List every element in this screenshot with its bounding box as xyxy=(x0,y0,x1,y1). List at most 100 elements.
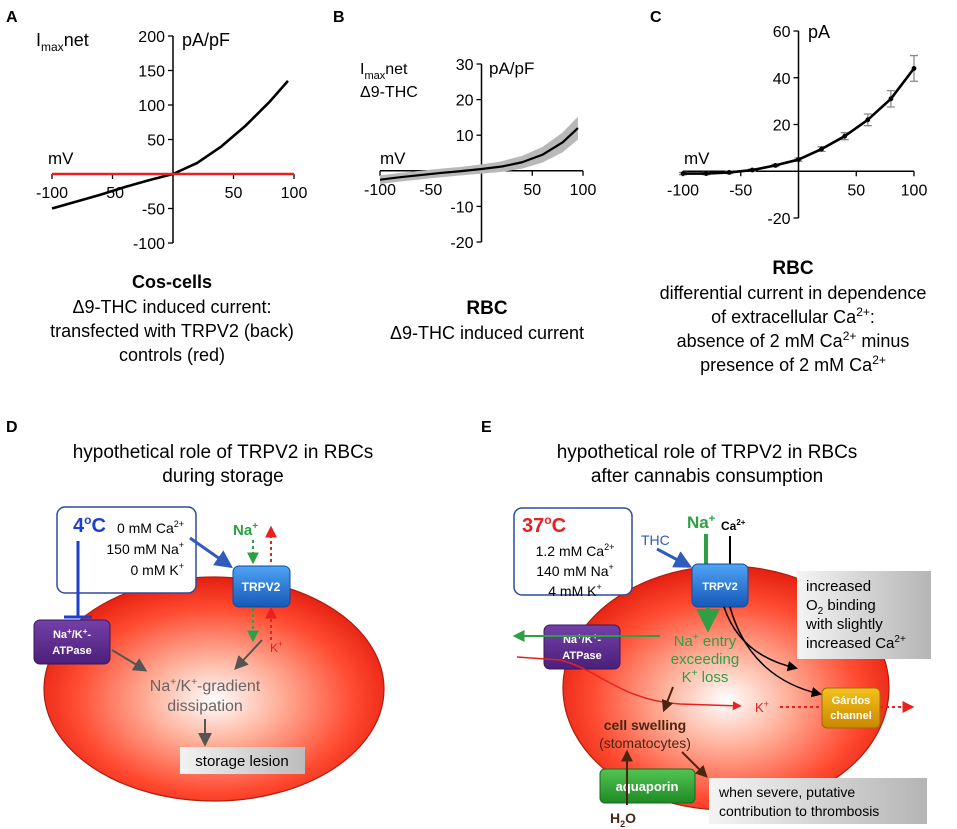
o2-l2-sub: 2 xyxy=(818,606,824,617)
k-label-d-text: K xyxy=(270,641,278,655)
panel-c-caption-line-3-b: minus xyxy=(856,331,909,351)
panel-b-y-title-line-2: Δ9-THC xyxy=(360,84,418,101)
arrow-thc-to-trpv2-e xyxy=(656,547,693,568)
h2o-b: O xyxy=(625,810,636,826)
panel-d-letter: D xyxy=(6,419,18,436)
h2o-a: H xyxy=(610,810,620,826)
na-entry-l1-b: entry xyxy=(699,633,737,650)
panel-a-unit-y: pA/pF xyxy=(182,30,230,50)
panel-d: D hypothetical role of TRPV2 in RBCs dur… xyxy=(6,419,385,802)
ca-label-e-text: Ca xyxy=(721,519,737,533)
condition-d-k-sup: + xyxy=(179,561,184,571)
data-point-c-9 xyxy=(888,96,894,102)
x-tick-label-b-1: -50 xyxy=(419,182,442,199)
y-tick-label-b-4: 30 xyxy=(456,57,474,74)
panel-c-caption-line-1: differential current in dependence xyxy=(660,283,927,303)
arrow-swelling-to-thrombosis-e xyxy=(681,751,708,778)
y-tick-label-c-1: 20 xyxy=(773,118,791,135)
gradient-d-l1-sup1: + xyxy=(170,677,176,688)
na-entry-line-1: Na+ entry xyxy=(674,632,737,650)
thc-label-e: THC xyxy=(641,532,670,548)
condition-d-k-text: 0 mM K xyxy=(131,562,180,578)
panel-c-caption-line-3-a: absence of 2 mM Ca xyxy=(677,331,844,351)
condition-e-ca-text: 1.2 mM Ca xyxy=(536,543,605,559)
na-label-e-text: Na xyxy=(687,513,709,532)
condition-e-ca-sup: 2+ xyxy=(604,542,614,552)
gardos-label-line-2: channel xyxy=(830,710,872,722)
atpase-d-l1-a: Na xyxy=(53,629,68,641)
atpase-e-l1-mid: /K xyxy=(582,634,593,646)
panel-d-title-2: during storage xyxy=(162,466,283,487)
na-label-d: Na+ xyxy=(233,521,258,539)
atpase-e-l1-end: - xyxy=(597,634,601,646)
cell-swelling-line-1: cell swelling xyxy=(604,717,686,733)
x-tick-label-c-1: -50 xyxy=(729,182,752,199)
gardos-label-line-1: Gárdos xyxy=(832,695,871,707)
condition-d-na-sup: + xyxy=(179,540,184,550)
atpase-d-l1-end: - xyxy=(87,629,91,641)
y-tick-label-a-0: -100 xyxy=(133,236,165,253)
series-line-a-0 xyxy=(51,79,289,210)
o2-l4-a: increased Ca xyxy=(806,635,895,652)
condition-e-k-text: 4 mM K xyxy=(548,583,597,599)
panel-a-y-title-main: I xyxy=(36,30,41,50)
condition-d-ca-sup: 2+ xyxy=(174,519,184,529)
k-label-e: K+ xyxy=(755,699,769,715)
gradient-d-l1-sup2: + xyxy=(191,677,197,688)
panel-b-caption-title: RBC xyxy=(466,298,507,319)
na-label-e: Na+ xyxy=(687,513,715,532)
condition-e-na-sup: + xyxy=(609,562,614,572)
temperature-e-sup: o xyxy=(544,513,551,527)
arrow-atpase-to-gradient-d xyxy=(111,649,148,672)
panel-e: E hypothetical role of TRPV2 in RBCs aft… xyxy=(481,419,931,829)
na-entry-line-2: exceeding xyxy=(671,651,739,668)
data-point-c-8 xyxy=(865,117,871,123)
o2-l4-sup: 2+ xyxy=(894,634,906,645)
gradient-d-l1-mid: /K xyxy=(176,678,191,695)
data-point-c-10 xyxy=(911,66,917,71)
aquaporin-channel-e xyxy=(599,768,696,804)
trpv2-channel-e xyxy=(691,563,749,608)
data-point-c-3 xyxy=(749,167,755,173)
panel-c-unit-x: mV xyxy=(684,149,710,168)
na-k-atpase-e xyxy=(543,624,621,670)
na-entry-line-3: K+ loss xyxy=(682,668,729,686)
gradient-dissipation-d-line-1: Na+/K+-gradient xyxy=(150,677,261,695)
panel-b-y-title: Imaxnet xyxy=(360,61,408,82)
panel-b-unit-y: pA/pF xyxy=(489,59,534,78)
atpase-label-e-line-2: ATPase xyxy=(562,650,602,662)
na-label-d-sup: + xyxy=(252,521,258,532)
data-point-c-5 xyxy=(796,157,801,162)
k-label-d-sup: + xyxy=(278,639,283,649)
panel-e-title-2: after cannabis consumption xyxy=(591,466,823,487)
data-point-c-0 xyxy=(680,171,686,176)
ca-label-e-sup: 2+ xyxy=(736,518,745,527)
panel-c-caption-line-4-sup: 2+ xyxy=(872,353,886,367)
condition-box-e xyxy=(513,507,633,596)
gradient-d-l1-a: Na xyxy=(150,678,171,695)
condition-box-d xyxy=(56,506,197,594)
o2-binding-line-3: with slightly xyxy=(805,616,883,633)
arrow-entry-to-swelling-e xyxy=(661,686,674,713)
panel-c-caption-line-2-sup: 2+ xyxy=(856,305,870,319)
panel-b-letter: B xyxy=(333,9,345,26)
rbc-cell-d xyxy=(43,576,385,802)
panel-a-caption-line-2: transfected with TRPV2 (back) xyxy=(50,321,294,341)
storage-lesion-box-d xyxy=(180,747,305,774)
panel-c-caption-title: RBC xyxy=(772,258,813,279)
na-entry-l3-sup: + xyxy=(692,668,698,679)
na-label-d-text: Na xyxy=(233,522,253,539)
panel-c-unit-y: pA xyxy=(808,22,830,42)
h2o-label-e: H2O xyxy=(610,810,636,829)
panel-e-letter: E xyxy=(481,419,492,436)
panel-c-caption-line-2: of extracellular Ca2+: xyxy=(711,305,875,327)
panel-b-caption-line: Δ9-THC induced current xyxy=(390,323,584,343)
y-tick-label-a-4: 150 xyxy=(138,64,165,81)
panel-c-caption-line-4-a: presence of 2 mM Ca xyxy=(700,355,873,375)
cell-swelling-line-2: (stomatocytes) xyxy=(599,735,691,751)
trpv2-channel-d xyxy=(232,565,291,608)
y-tick-label-b-0: -20 xyxy=(450,235,473,252)
o2-binding-line-4: increased Ca2+ xyxy=(806,634,906,652)
